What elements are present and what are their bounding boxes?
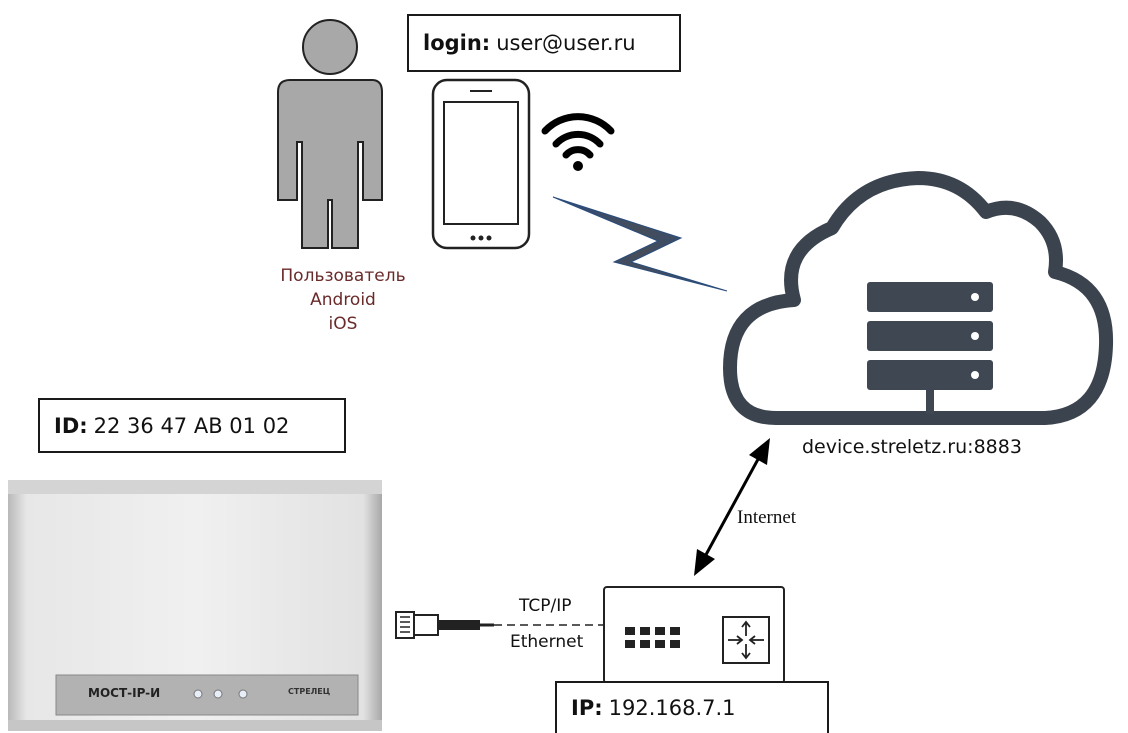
device-id-key: ID:: [54, 413, 88, 438]
router-ip-value: 192.168.7.1: [608, 696, 736, 720]
wifi-icon: [541, 113, 615, 171]
device-brand-label: СТРЕЛЕЦ: [288, 687, 331, 696]
device-id-box: ID: 22 36 47 AB 01 02: [38, 398, 346, 453]
ethernet-plug-icon: [395, 611, 494, 639]
user-label-android: Android: [310, 290, 376, 310]
internet-label: Internet: [737, 507, 797, 528]
router-ip-key: IP:: [571, 696, 603, 720]
ethernet-label: Ethernet: [510, 632, 584, 652]
user-icon: [277, 19, 383, 249]
login-key: login:: [423, 31, 491, 55]
server-icon: [867, 282, 993, 414]
user-label-role: Пользователь: [280, 266, 406, 286]
user-label-block: Пользователь Android iOS: [238, 264, 448, 336]
device-id-value: 22 36 47 AB 01 02: [93, 413, 290, 438]
router-ip-box: IP: 192.168.7.1: [555, 681, 829, 733]
smartphone-icon: [431, 78, 531, 250]
login-box: login: user@user.ru: [407, 14, 681, 72]
login-value: user@user.ru: [496, 31, 636, 55]
router-icon: [603, 586, 785, 694]
device-model-label: МОСТ-IP-И: [88, 686, 161, 700]
server-address-label: device.streletz.ru:8883: [802, 436, 1022, 458]
user-label-ios: iOS: [328, 314, 358, 334]
internet-link-arrow: [694, 438, 770, 576]
wireless-link-bolt: [552, 196, 728, 292]
tcp-ip-label: TCP/IP: [519, 596, 572, 616]
bridge-device-image: [8, 480, 382, 731]
